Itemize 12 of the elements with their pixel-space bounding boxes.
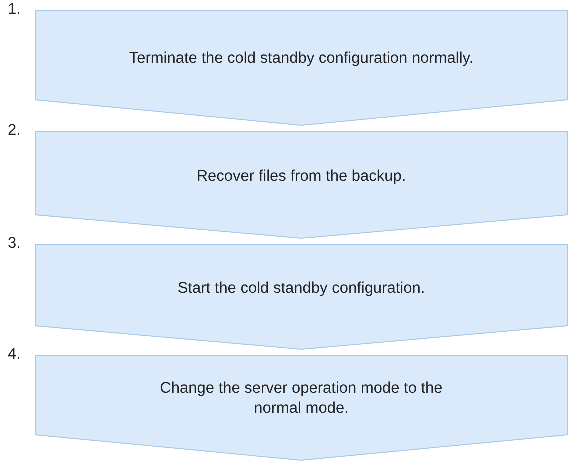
step-text: Terminate the cold standby configuration normally.: [128, 48, 475, 69]
step-number: 2.: [8, 122, 21, 140]
process-step-shape: [35, 244, 568, 350]
step-number: 4.: [8, 346, 21, 364]
step-text: Start the cold standby configuration.: [176, 278, 426, 299]
step-number: 1.: [8, 1, 21, 19]
process-step-shape: [35, 355, 568, 461]
step-text: Change the server operation mode to the normal mode.: [159, 378, 444, 419]
process-step-shape: [35, 131, 568, 239]
step-number: 3.: [8, 235, 21, 253]
process-step-shape: [35, 10, 568, 126]
step-text: Recover files from the backup.: [196, 166, 408, 187]
